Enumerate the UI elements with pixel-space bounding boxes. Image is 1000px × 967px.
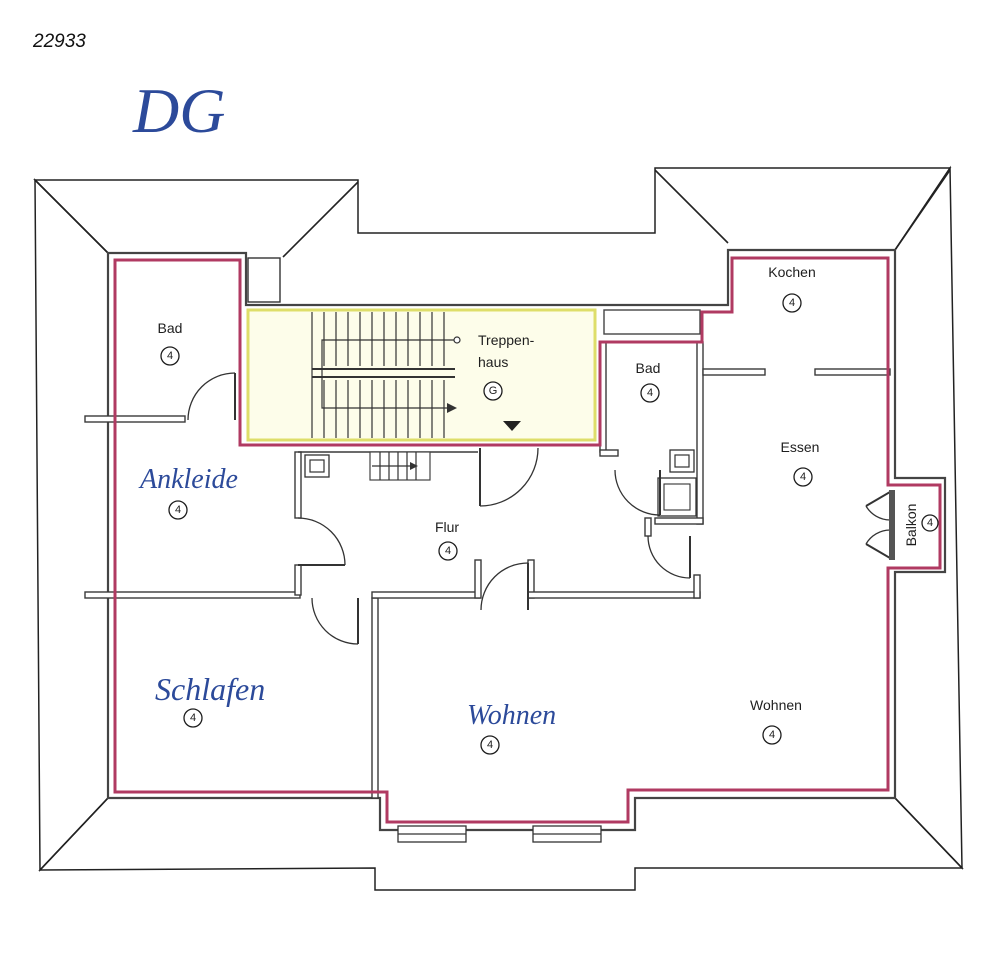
room-label-handwritten: Wohnen <box>467 700 556 731</box>
wall-wohnen-top-right <box>527 591 701 599</box>
wall-door-jamb <box>474 559 482 599</box>
room-bad-left: Bad 4 <box>158 320 183 366</box>
room-label: Kochen <box>768 264 815 280</box>
room-code: 4 <box>789 297 795 309</box>
room-code-badge: 4 <box>160 346 180 366</box>
room-code-badge: 4 <box>438 541 458 561</box>
shaft-inner <box>309 459 325 473</box>
wall-ankleide-right-upper <box>294 451 302 519</box>
hip-line <box>34 179 109 254</box>
room-code-badge: 4 <box>480 735 500 755</box>
wall-schlafen-right <box>371 597 379 799</box>
wall-ankleide-schlafen <box>84 591 301 599</box>
room-label: Balkon <box>903 504 919 547</box>
sheet-number: 22933 <box>32 31 86 52</box>
shaft <box>669 449 695 473</box>
room-treppenhaus: Treppen- haus G <box>478 332 535 401</box>
shaft <box>304 454 330 478</box>
room-ankleide: Ankleide 4 <box>138 464 238 520</box>
wall-bad-right-bottom <box>654 517 704 525</box>
room-schlafen: Schlafen 4 <box>155 671 265 728</box>
hip-line <box>894 169 951 251</box>
wall-essen-stub <box>693 574 701 599</box>
door-essen <box>647 535 691 579</box>
doors <box>187 372 895 645</box>
room-label: Bad <box>158 320 183 336</box>
door-bad-left <box>187 372 236 421</box>
room-balkon: Balkon 4 <box>903 504 939 547</box>
room-code: 4 <box>769 729 775 741</box>
door-bad-right <box>614 469 661 516</box>
room-code-badge: 4 <box>762 725 782 745</box>
room-code-badge: G <box>483 381 503 401</box>
room-code: 4 <box>647 387 653 399</box>
wall-bad-right-bottom-stub <box>644 517 652 537</box>
wall-ankleide-right-lower <box>294 564 302 596</box>
room-code: 4 <box>927 517 933 529</box>
door-ankleide <box>297 517 346 566</box>
room-label: haus <box>478 354 508 370</box>
stair-arrow-icon <box>447 403 457 413</box>
shaft-box <box>603 309 701 335</box>
room-wohnen-left: Wohnen 4 <box>467 700 556 755</box>
wall-bad-right-right <box>696 341 704 525</box>
stair-walk-start <box>453 336 461 344</box>
toilet-inner <box>663 483 691 511</box>
wall-bad-right-left-stub <box>599 449 619 457</box>
room-kochen: Kochen 4 <box>768 264 816 313</box>
room-code: 4 <box>190 712 196 724</box>
wall-bad-ankleide <box>84 415 186 423</box>
wall-wohnen-top-left <box>371 591 481 599</box>
room-code: 4 <box>800 471 806 483</box>
room-label: Flur <box>435 519 459 535</box>
hip-line <box>282 181 359 258</box>
room-code-badge: 4 <box>921 514 939 532</box>
room-label: Wohnen <box>750 697 802 713</box>
room-label: Essen <box>781 439 820 455</box>
room-flur: Flur 4 <box>435 519 459 561</box>
room-code-badge: 4 <box>782 293 802 313</box>
stairwell-area <box>246 308 597 442</box>
door-treppenhaus <box>479 447 539 507</box>
room-code-badge: 4 <box>183 708 203 728</box>
wall-kochen-essen-right <box>814 368 891 376</box>
interior-walls <box>84 341 891 799</box>
hip-line <box>894 797 963 869</box>
room-code-badge: 4 <box>793 467 813 487</box>
room-code-badge: 4 <box>640 383 660 403</box>
balkon-door-frame <box>889 490 895 560</box>
fixtures <box>304 449 697 517</box>
hip-line <box>39 797 109 871</box>
wall-kochen-essen-left <box>702 368 766 376</box>
stairwell <box>246 308 597 481</box>
room-code: 4 <box>487 739 493 751</box>
room-code: 4 <box>167 350 173 362</box>
shaft-inner <box>674 454 690 468</box>
door-schlafen <box>311 597 359 645</box>
roof-tiles-left <box>34 178 109 872</box>
stair-treads <box>323 312 445 438</box>
unit-outline <box>113 256 942 824</box>
room-label: Bad <box>636 360 661 376</box>
room-code: 4 <box>175 504 181 516</box>
room-label-handwritten: Ankleide <box>138 464 238 495</box>
entrance-triangle-icon <box>503 421 521 431</box>
room-bad-right: Bad 4 <box>636 360 661 403</box>
room-essen: Essen 4 <box>781 439 820 487</box>
floor-label: DG <box>132 75 225 146</box>
room-wohnen-right: Wohnen 4 <box>750 697 802 745</box>
room-label-handwritten: Schlafen <box>155 671 265 707</box>
stair-down-arrow-icon <box>410 462 418 470</box>
door-balkon <box>865 490 895 560</box>
room-code: 4 <box>445 545 451 557</box>
stair-walk-line <box>321 339 457 409</box>
room-code: G <box>489 385 498 397</box>
chimney-box <box>247 257 281 303</box>
room-code-badge: 4 <box>168 500 188 520</box>
windows <box>397 825 602 843</box>
door-wohnen <box>480 562 529 611</box>
room-label: Treppen- <box>478 332 535 348</box>
hip-line <box>654 169 729 244</box>
